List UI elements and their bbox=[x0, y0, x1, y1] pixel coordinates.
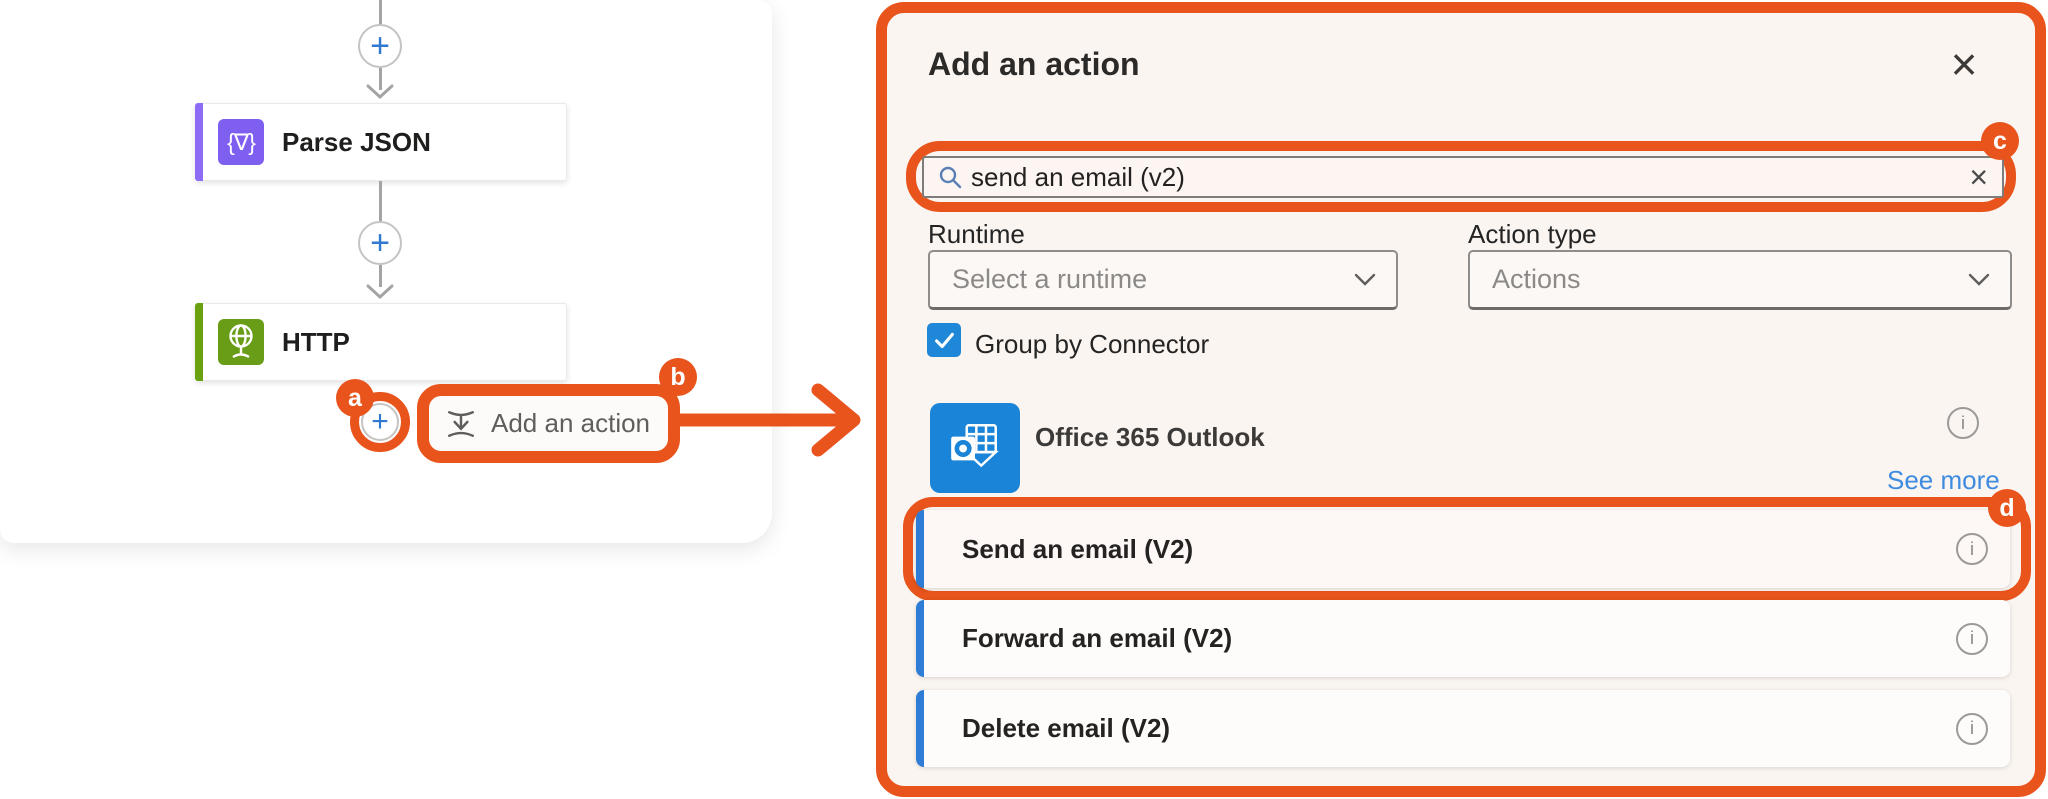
insert-step-button-bottom[interactable]: + bbox=[361, 403, 399, 441]
action-label: Delete email (V2) bbox=[962, 713, 1171, 743]
insert-step-button-middle[interactable]: + bbox=[358, 221, 402, 265]
annotation-highlight-plus bbox=[350, 392, 410, 452]
node-label: Parse JSON bbox=[282, 126, 431, 157]
annotation-highlight-search bbox=[906, 141, 2016, 212]
action-info-icon[interactable]: i bbox=[1956, 622, 1988, 655]
see-more-link[interactable]: See more bbox=[1887, 465, 2000, 495]
close-icon: × bbox=[1950, 38, 1978, 90]
connector-info-icon[interactable]: i bbox=[1947, 407, 1979, 439]
annotation-highlight-send-action bbox=[903, 497, 2031, 601]
annotation-badge-a: a bbox=[336, 379, 374, 417]
annotation-arrow bbox=[672, 383, 861, 457]
tooltip-label: Add an action bbox=[491, 408, 651, 438]
globe-icon bbox=[218, 319, 264, 365]
search-input[interactable] bbox=[963, 161, 1956, 193]
chevron-down-icon bbox=[1968, 273, 1990, 286]
parse-json-icon: {∇} bbox=[218, 119, 264, 165]
annotation-badge-d: d bbox=[1988, 489, 2026, 527]
add-action-tooltip[interactable]: Add an action bbox=[417, 384, 680, 463]
runtime-label: Runtime bbox=[928, 219, 1025, 249]
plus-icon: + bbox=[370, 224, 390, 262]
workflow-canvas: + {∇} Parse JSON + HTTP bbox=[0, 0, 772, 543]
connector-name[interactable]: Office 365 Outlook bbox=[1035, 422, 1265, 452]
search-icon bbox=[939, 166, 962, 189]
annotation-badge-c: c bbox=[1981, 122, 2019, 160]
action-forward-email-v2[interactable]: Forward an email (V2) i bbox=[916, 600, 2010, 677]
node-parse-json[interactable]: {∇} Parse JSON bbox=[195, 103, 567, 181]
action-send-email-v2[interactable]: Send an email (V2) i bbox=[916, 510, 2010, 588]
runtime-select-value: Select a runtime bbox=[952, 264, 1148, 294]
group-by-connector-checkbox[interactable] bbox=[927, 323, 961, 357]
clear-search-icon[interactable]: × bbox=[1969, 158, 1988, 195]
flow-connector-line bbox=[379, 265, 382, 287]
insert-step-button-top[interactable]: + bbox=[358, 24, 402, 68]
node-label: HTTP bbox=[282, 326, 350, 357]
action-label: Send an email (V2) bbox=[962, 533, 1194, 564]
node-accent-bar bbox=[195, 303, 203, 381]
flow-connector-line bbox=[379, 0, 382, 26]
office-365-outlook-icon bbox=[930, 403, 1020, 493]
search-box: × bbox=[922, 156, 2004, 198]
action-type-select-value: Actions bbox=[1492, 264, 1581, 294]
plus-icon: + bbox=[371, 405, 389, 438]
add-action-panel: Add an action × c × Runtime Select a run… bbox=[876, 2, 2046, 797]
action-type-select[interactable]: Actions bbox=[1468, 250, 2012, 310]
arrow-down-icon bbox=[366, 84, 394, 100]
action-info-icon[interactable]: i bbox=[1956, 533, 1988, 565]
insert-action-icon bbox=[448, 410, 474, 437]
panel-title: Add an action bbox=[928, 46, 1140, 82]
action-type-label: Action type bbox=[1468, 219, 1597, 249]
runtime-select[interactable]: Select a runtime bbox=[928, 250, 1398, 310]
flow-connector-line bbox=[379, 181, 382, 221]
arrow-down-icon bbox=[366, 284, 394, 300]
close-button[interactable]: × bbox=[1939, 37, 1989, 91]
plus-icon: + bbox=[370, 27, 390, 65]
node-http[interactable]: HTTP bbox=[195, 303, 567, 381]
action-info-icon[interactable]: i bbox=[1956, 712, 1988, 745]
annotation-badge-b: b bbox=[659, 358, 697, 396]
group-by-connector-label: Group by Connector bbox=[975, 329, 1210, 359]
flow-connector-line bbox=[379, 68, 382, 90]
check-icon bbox=[935, 332, 954, 349]
action-delete-email-v2[interactable]: Delete email (V2) i bbox=[916, 690, 2010, 767]
chevron-down-icon bbox=[1354, 273, 1376, 286]
node-accent-bar bbox=[195, 103, 203, 181]
action-label: Forward an email (V2) bbox=[962, 623, 1233, 653]
